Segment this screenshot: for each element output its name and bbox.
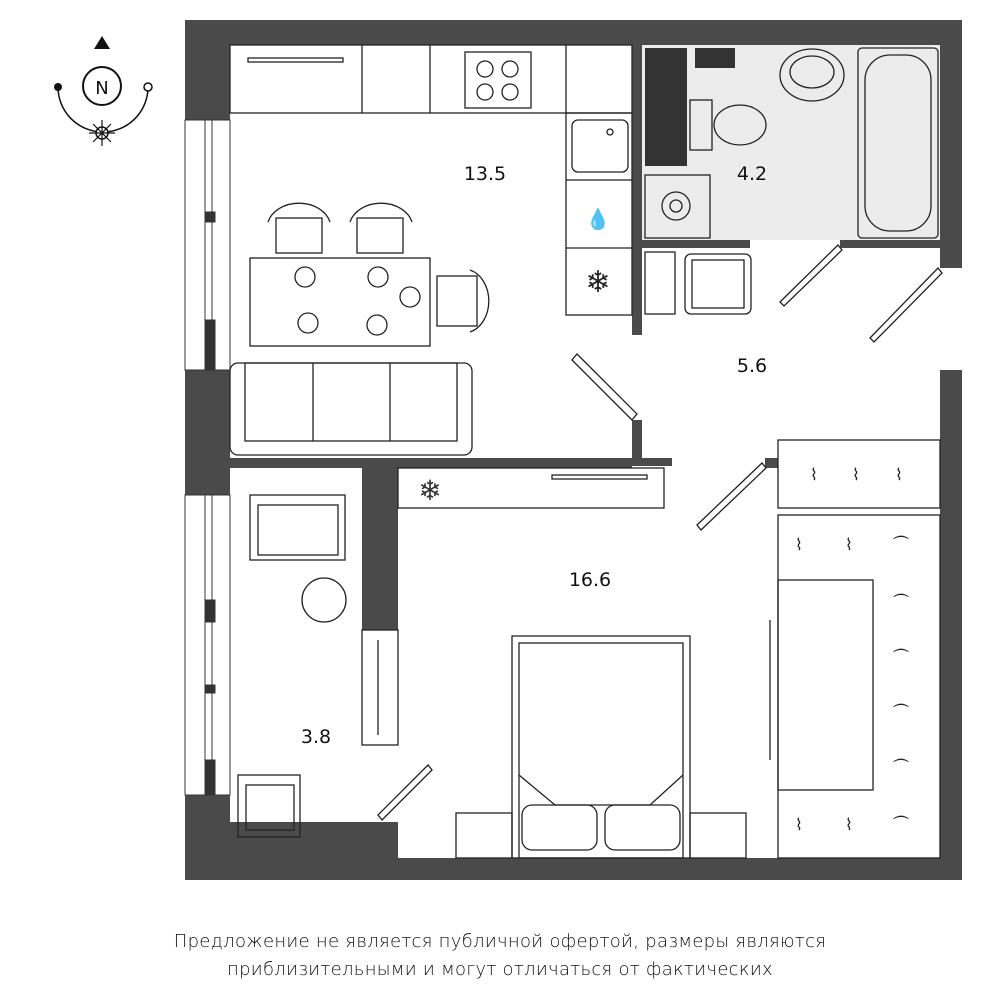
shower-tray [684, 253, 752, 315]
windows [184, 119, 231, 796]
wardrobe [769, 439, 941, 859]
snowflake-icon: ❄ [585, 265, 610, 300]
sofa [229, 362, 473, 456]
svg-text:⏜: ⏜ [893, 815, 909, 834]
disclaimer-line-1: Предложение не является публичной оферто… [173, 931, 827, 952]
svg-text:⏜: ⏜ [893, 703, 909, 722]
dining-chairs [267, 202, 490, 333]
svg-text:⌇: ⌇ [845, 535, 853, 554]
dining-table [249, 257, 431, 347]
boiler [645, 48, 687, 166]
svg-text:⌇: ⌇ [810, 465, 818, 484]
washbasin [779, 48, 845, 102]
brush-icon [644, 251, 676, 315]
bathtub [857, 47, 939, 239]
room-area-hallway: 5.6 [737, 355, 767, 377]
washing-machine [644, 174, 711, 239]
svg-text:❄: ❄ [418, 474, 441, 507]
room-area-kitchen: 13.5 [464, 163, 506, 185]
bed [455, 635, 747, 859]
kitchen-counter [229, 44, 633, 316]
svg-text:⏜: ⏜ [893, 758, 909, 777]
room-area-bedroom: 16.6 [569, 569, 611, 591]
hanger-icons: ⌇ ⌇ ⌇ ⌇ ⌇ ⏜ ⏜ ⏜ ⏜ ⏜ ⏜ ⌇ ⌇ [795, 465, 909, 834]
loggia-furniture [237, 494, 399, 838]
compass-north-label: N [95, 78, 108, 99]
doors [377, 244, 943, 821]
svg-text:⌇: ⌇ [795, 815, 803, 834]
hallway-shelf: ❄ [397, 467, 665, 509]
svg-text:⏜: ⏜ [893, 648, 909, 667]
svg-text:⌇: ⌇ [852, 465, 860, 484]
water-drop-icon: 💧 [586, 207, 611, 231]
disclaimer: Предложение не является публичной оферто… [0, 928, 1000, 984]
svg-text:⌇: ⌇ [895, 465, 903, 484]
svg-text:⏜: ⏜ [893, 535, 909, 554]
walls [185, 20, 962, 880]
stove-icon [464, 51, 532, 109]
svg-text:⌇: ⌇ [845, 815, 853, 834]
compass-icon [54, 36, 153, 146]
water-heater [695, 48, 735, 68]
svg-text:⏜: ⏜ [893, 593, 909, 612]
toilet [689, 99, 767, 151]
sink-icon [571, 119, 629, 173]
room-area-loggia: 3.8 [301, 726, 331, 748]
room-area-bathroom: 4.2 [737, 163, 767, 185]
svg-text:⌇: ⌇ [795, 535, 803, 554]
disclaimer-line-2: приблизительными и могут отличаться от ф… [227, 959, 773, 980]
